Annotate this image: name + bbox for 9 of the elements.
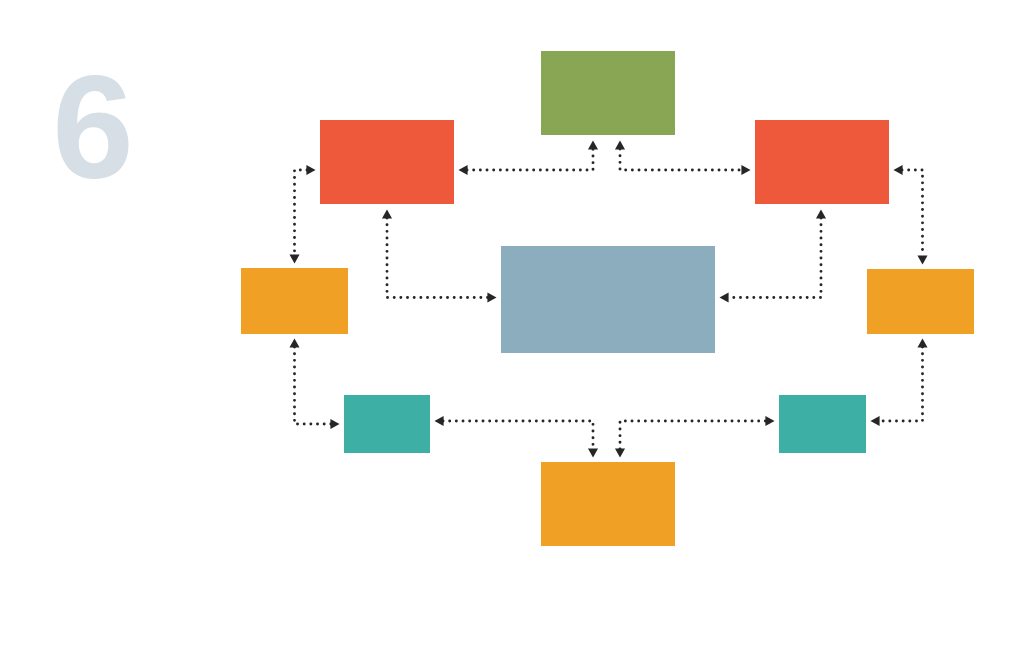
process-box	[320, 120, 454, 204]
process-box	[779, 395, 866, 453]
process-box	[541, 51, 675, 135]
process-box	[344, 395, 430, 453]
process-box	[501, 246, 715, 353]
process-box	[755, 120, 889, 204]
process-box	[241, 268, 348, 334]
process-box	[541, 462, 675, 546]
process-box	[867, 269, 974, 334]
